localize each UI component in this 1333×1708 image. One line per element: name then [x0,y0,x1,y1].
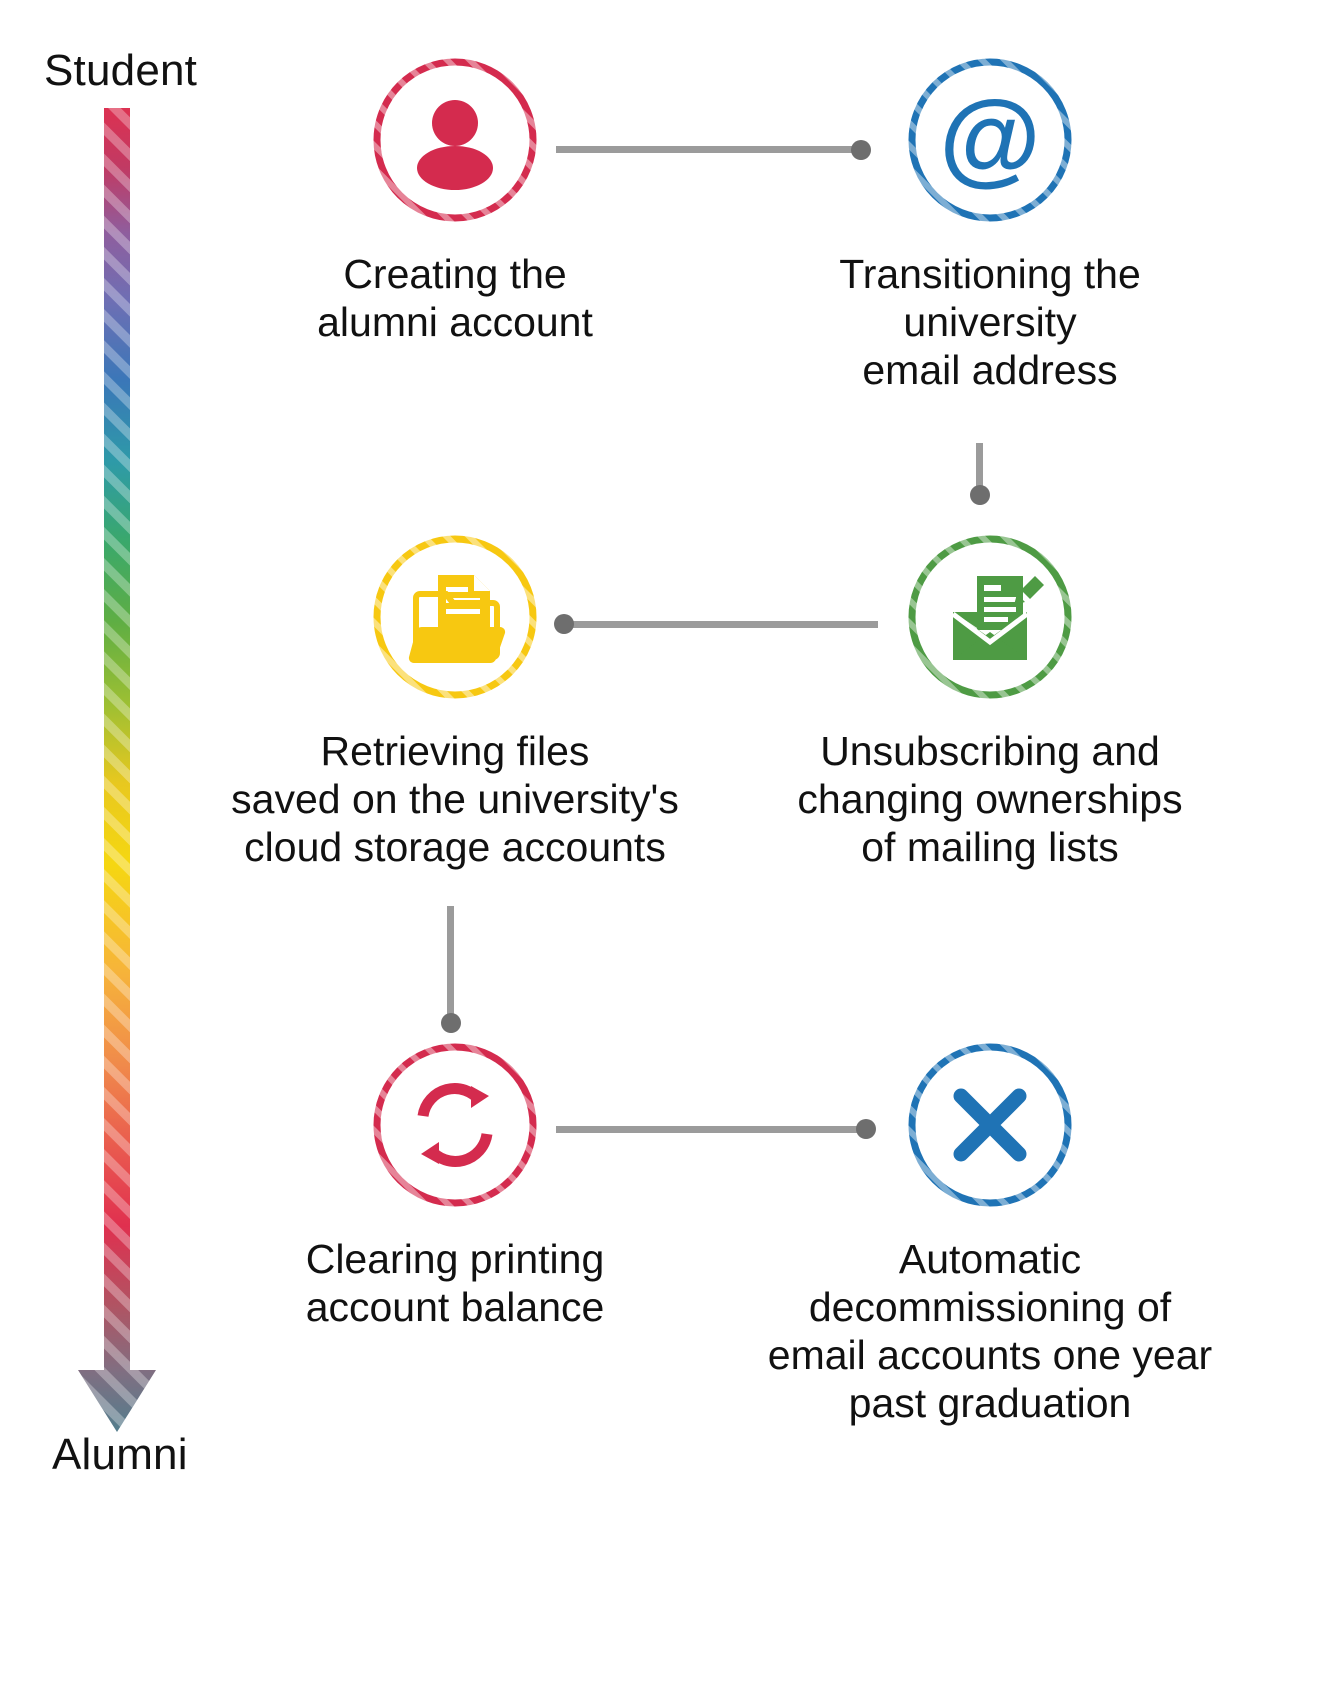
connector-dot-decomm [856,1119,876,1139]
icon-circle-close[interactable] [905,1040,1075,1210]
node-creating-alumni-account[interactable]: Creating the alumni account [285,55,625,347]
folder-documents-icon [408,575,506,664]
ring-outline [373,535,537,699]
envelope-letter-icon [951,576,1044,660]
icon-circle-folder[interactable] [370,532,540,702]
node-retrieving-files[interactable]: Retrieving files saved on the university… [231,532,679,872]
connector-dot-printing [441,1013,461,1033]
connector-create-to-email [556,146,860,153]
node-transitioning-email[interactable]: @ Transitioning the university email add… [820,55,1160,395]
icon-circle-sync[interactable] [370,1040,540,1210]
node-caption: Creating the alumni account [317,251,593,345]
connector-dot-mailing [970,485,990,505]
ring-outline [373,58,537,222]
ring-outline [908,1043,1072,1207]
node-unsubscribing-mailing-lists[interactable]: Unsubscribing and changing ownerships of… [797,532,1183,872]
node-caption: Automatic decommissioning of email accou… [767,1236,1213,1426]
node-caption: Clearing printing account balance [305,1236,605,1330]
ring-outline [908,58,1072,222]
connector-dot-email [851,140,871,160]
node-automatic-decommissioning[interactable]: Automatic decommissioning of email accou… [768,1040,1212,1428]
connector-email-to-mailing [976,443,983,501]
connector-files-to-printing [447,906,454,1028]
at-sign-icon: @ [939,80,1040,196]
timeline-arrow-svg [78,108,156,1432]
connector-printing-to-decomm [556,1126,866,1133]
node-caption: Unsubscribing and changing ownerships of… [797,728,1183,870]
ring-outline [373,1043,537,1207]
icon-circle-envelope[interactable] [905,532,1075,702]
svg-text:@: @ [939,80,1040,196]
connector-dot-files [554,614,574,634]
sync-refresh-icon [417,1083,493,1167]
connector-files-to-mailing [558,621,878,628]
node-clearing-printing-balance[interactable]: Clearing printing account balance [285,1040,625,1332]
timeline-arrow: Student Alumni [0,0,260,1703]
timeline-top-label: Student [44,46,198,95]
timeline-bottom-label: Alumni [52,1430,188,1479]
icon-circle-at-sign[interactable]: @ [905,55,1075,225]
timeline-arrow-body [78,108,156,1432]
person-icon [417,100,493,190]
icon-circle-person[interactable] [370,55,540,225]
node-caption: Retrieving files saved on the university… [231,728,679,870]
ring-outline [908,535,1072,699]
close-x-icon [953,1088,1027,1162]
node-caption: Transitioning the university email addre… [839,251,1141,393]
